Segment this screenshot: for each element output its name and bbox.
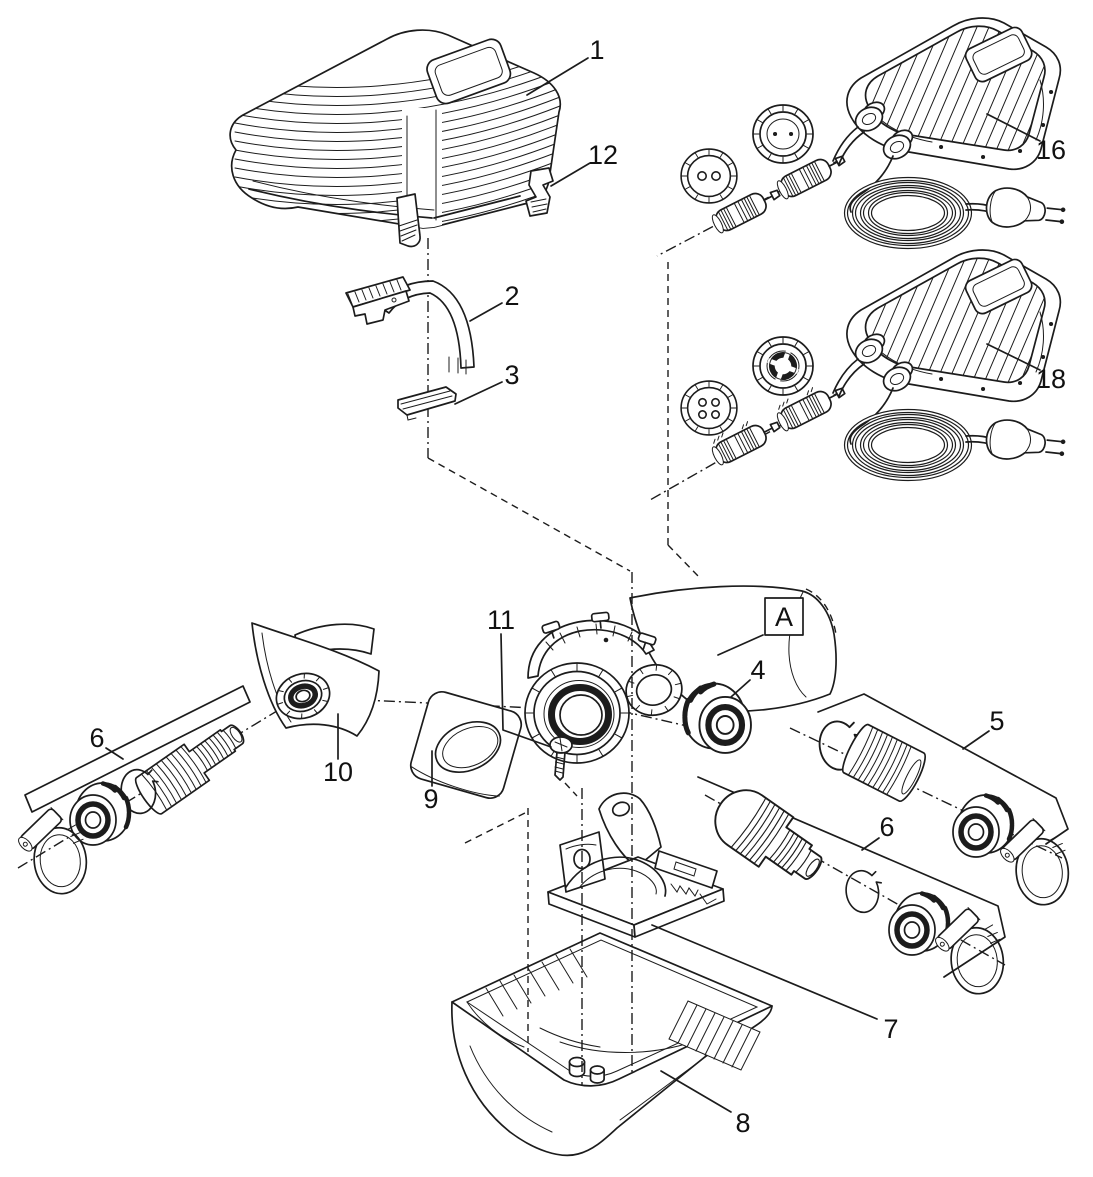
callout-label: 1: [589, 35, 604, 65]
hose-tail-left: [134, 724, 245, 815]
callout-9: 9: [423, 750, 439, 814]
fixing-screw: [549, 736, 573, 781]
pump-inlet-ring: [524, 662, 630, 764]
hose-kit-right: [697, 776, 1008, 999]
cover-clip: [525, 167, 554, 217]
handle-bracket: [345, 276, 475, 375]
pump-clamp-collar: [527, 611, 657, 679]
callout-6-left: 6: [89, 723, 124, 760]
callout-8: 8: [660, 1070, 751, 1138]
callout-5: 5: [962, 706, 1005, 750]
callout-4: 4: [730, 655, 766, 698]
callout-3: 3: [454, 360, 520, 405]
callout-10: 10: [323, 713, 353, 787]
outlet-ring-10: [275, 672, 331, 720]
callout-A: A: [717, 597, 804, 656]
seal-plate: [409, 690, 523, 800]
callout-label: 7: [883, 1014, 898, 1044]
callout-11: 11: [487, 605, 552, 748]
callout-label: 11: [487, 605, 515, 635]
callout-6-right: 6: [861, 812, 895, 851]
callout-label: 5: [989, 706, 1004, 736]
connector-cap-small-18: [680, 380, 738, 436]
callout-18: 18: [986, 343, 1066, 394]
deflector-assembly: [251, 622, 380, 737]
hose-tail-right: [714, 789, 823, 881]
rubber-feet: [568, 1056, 605, 1084]
top-cover: [229, 29, 562, 248]
cover-handle-panel: [426, 38, 512, 105]
callout-label: 9: [423, 784, 438, 814]
motor-cradle: [547, 792, 725, 938]
callout-label: 2: [504, 281, 519, 311]
callout-label: 8: [735, 1108, 750, 1138]
threaded-sleeve: [841, 723, 926, 802]
callout-label: 4: [750, 655, 765, 685]
callout-label: 3: [504, 360, 519, 390]
center-guide-lines: [464, 572, 633, 1086]
control-box-18: [649, 250, 1093, 501]
connector-cap-large-18: [752, 336, 814, 396]
detail-a-box: [764, 597, 804, 636]
callout-label: 10: [323, 757, 353, 787]
hose-kit-left: [12, 685, 251, 899]
control-box-16: [656, 18, 1093, 257]
callout-7: 7: [651, 924, 899, 1044]
callout-label: 18: [1036, 364, 1066, 394]
callout-label: A: [775, 602, 793, 632]
callout-16: 16: [986, 113, 1066, 165]
callout-label: 6: [89, 723, 104, 753]
callout-label: 12: [588, 140, 618, 170]
clip-bar: [397, 386, 457, 421]
callout-2: 2: [469, 281, 520, 322]
connector-cap-large-16: [752, 104, 814, 164]
callout-label: 16: [1036, 135, 1066, 165]
callout-12: 12: [550, 140, 618, 187]
housing-grate: [668, 1000, 761, 1071]
connector-cap-small-16: [680, 148, 738, 204]
callout-label: 6: [879, 812, 894, 842]
cover-latch-tab: [396, 193, 421, 248]
callouts: 1 12 2 3 16 18 A 4: [89, 35, 1066, 1138]
hose-kit-5: [815, 693, 1073, 910]
callout-1: 1: [526, 35, 605, 96]
bottom-housing: [451, 932, 773, 1157]
